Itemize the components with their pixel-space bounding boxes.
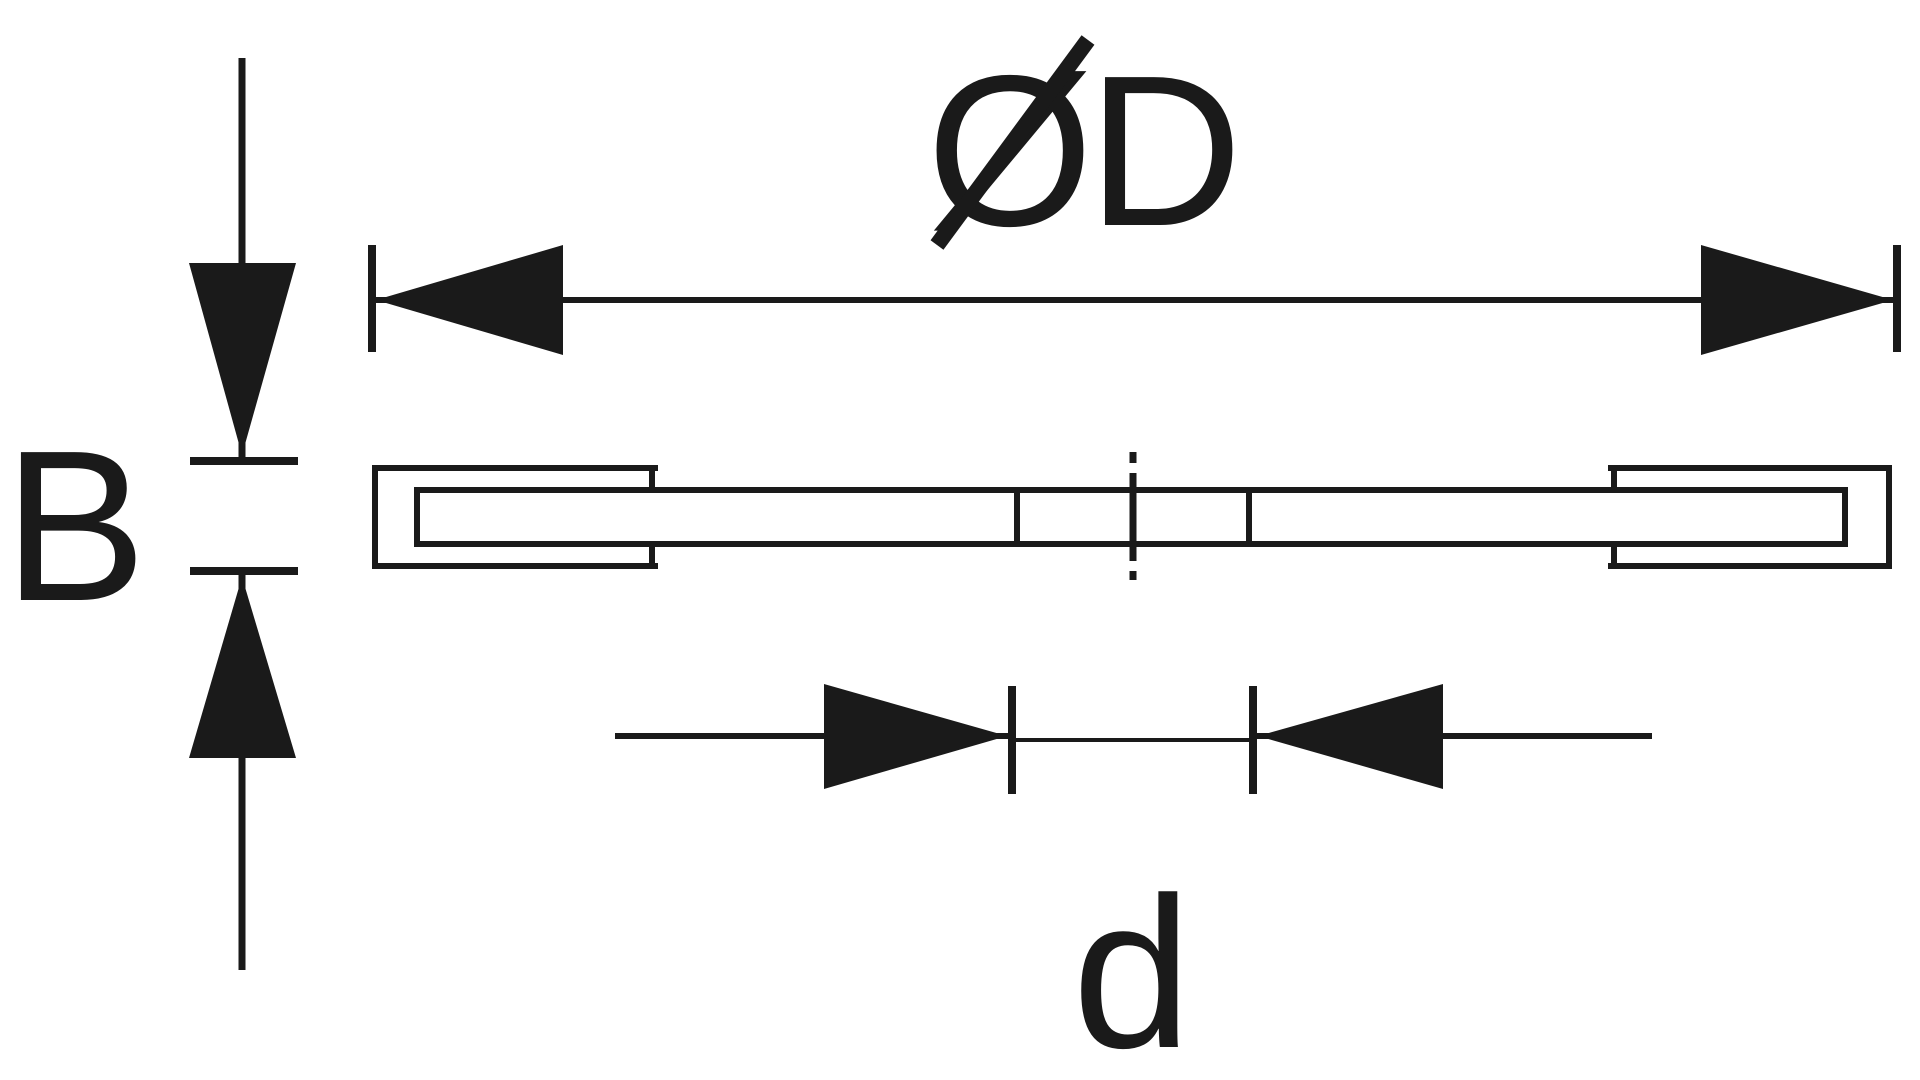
outer-diameter-arrow-right [1701,245,1893,355]
outer-diameter-label-D: D [1087,30,1242,271]
diameter-symbol-slash [930,35,1095,250]
outer-diameter-label: Ø D [926,30,1242,271]
inner-diameter-label-d: d [1072,852,1192,1080]
washer-gaps [658,463,1608,571]
width-dimension [189,58,298,970]
inner-diameter-arrow-left [824,684,1007,789]
washer-step-lines [649,468,1617,566]
inner-diameter-dimension [615,684,1652,794]
width-label-B: B [3,405,146,646]
outer-diameter-dimension [368,245,1901,355]
width-arrow-top [189,263,296,455]
inner-diameter-arrow-right [1258,684,1443,789]
outer-diameter-arrow-left [376,245,563,355]
width-arrow-bottom [189,577,296,758]
